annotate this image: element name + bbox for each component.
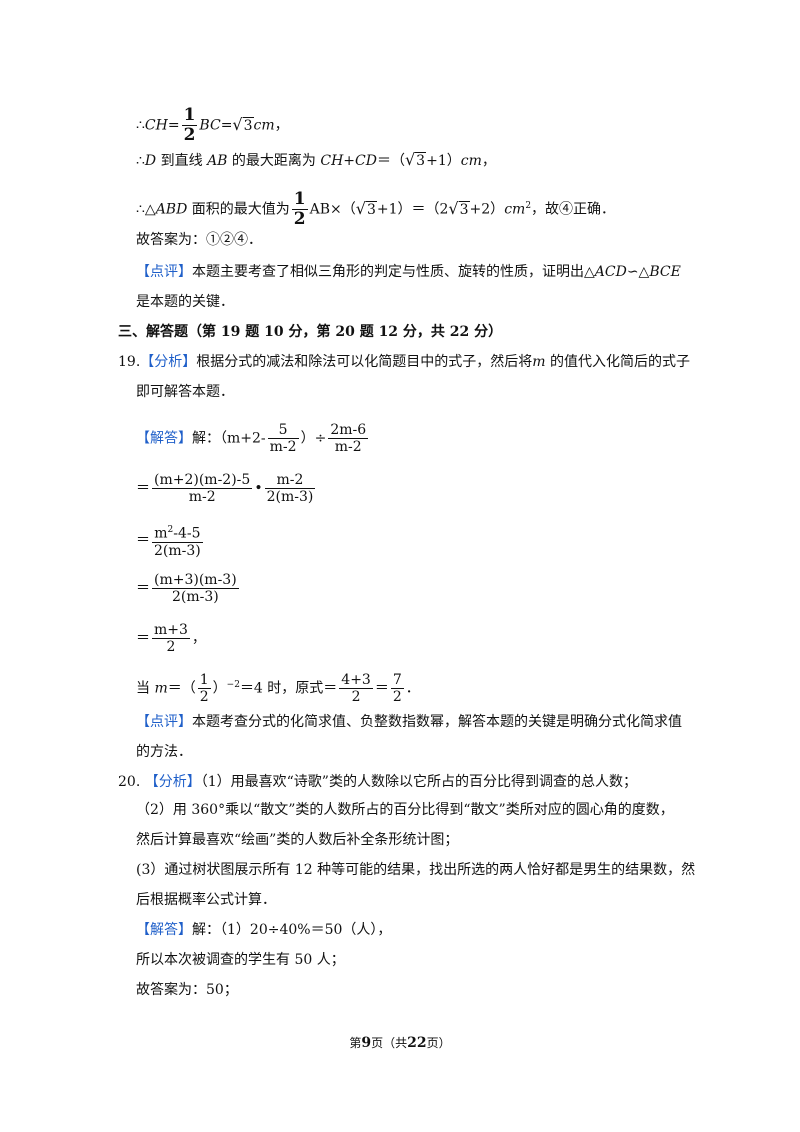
q19-comment-1: 【点评】本题考查分式的化简求值、负整数指数幂，解答本题的关键是明确分式化简求值 <box>136 714 682 730</box>
comment-tag: 【点评】 <box>136 264 192 280</box>
solution-tag: 【解答】 <box>136 430 192 447</box>
sqrt-symbol: √3 <box>448 198 470 218</box>
q20-solution-2: 所以本次被调查的学生有 50 人； <box>136 952 345 968</box>
q20-analysis-4: (3）通过树状图展示所有 12 种等可能的结果，找出所选的两人恰好都是男生的结果… <box>136 862 696 878</box>
comment-tag: 【点评】 <box>136 714 192 730</box>
sqrt-symbol: √3 <box>232 114 254 134</box>
sqrt-symbol: √3 <box>404 150 427 169</box>
q20-analysis-2: （2）用 360°乘以“散文”类的人数所占的百分比得到“散文”类所对应的圆心角的… <box>136 802 674 818</box>
q20-solution-1: 【解答】解：（1）20÷40%＝50（人）， <box>136 922 392 938</box>
comment-line-2: 是本题的关键． <box>136 294 234 310</box>
q19-analysis-2: 即可解答本题． <box>136 384 234 400</box>
section-title: 三、解答题（第 19 题 10 分，第 20 题 12 分，共 22 分） <box>118 324 503 340</box>
sqrt-symbol: √3 <box>355 198 377 218</box>
q20-analysis-1: 20. 【分析】（1）用最喜欢“诗歌”类的人数除以它所占的百分比得到调查的总人数… <box>118 774 637 790</box>
q19-step-3: ＝(m+3)(m-3)2(m-3) <box>136 572 239 605</box>
q20-analysis-3: 然后计算最喜欢“绘画”类的人数后补全条形统计图； <box>136 832 459 848</box>
comment-line-1: 【点评】本题主要考查了相似三角形的判定与性质、旋转的性质，证明出△ACD∽△BC… <box>136 264 681 280</box>
analysis-tag: 【分析】 <box>144 774 201 790</box>
q19-comment-2: 的方法． <box>136 744 192 760</box>
fraction: (m+3)(m-3)2(m-3) <box>152 572 239 605</box>
line-answer: 故答案为：①②④． <box>136 232 262 248</box>
solution-tag: 【解答】 <box>136 922 192 938</box>
q20-analysis-5: 后根据概率公式计算． <box>136 892 276 908</box>
page-footer: 第9页（共22页） <box>349 1035 451 1051</box>
q19-analysis-1: 19.【分析】根据分式的减法和除法可以化简题目中的式子，然后将m 的值代入化简后… <box>118 354 690 370</box>
q20-solution-3: 故答案为：50； <box>136 982 238 998</box>
analysis-tag: 【分析】 <box>140 354 197 370</box>
line-max-distance: ∴D 到直线 AB 的最大距离为 CH+CD＝（√3+1）cm， <box>136 150 496 169</box>
